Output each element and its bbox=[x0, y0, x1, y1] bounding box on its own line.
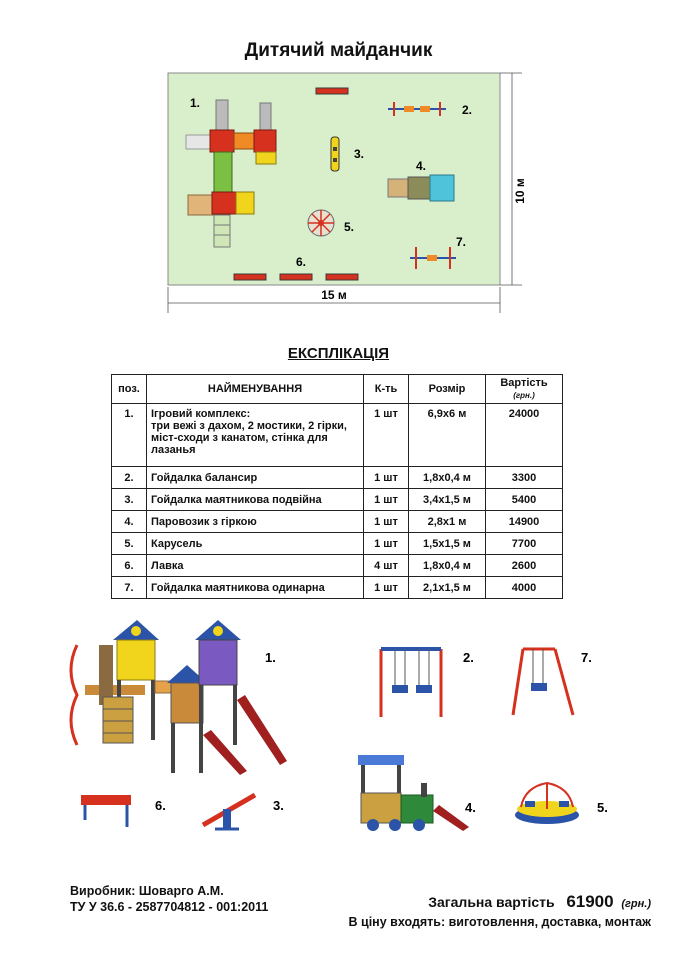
explication-heading: ЕКСПЛІКАЦІЯ bbox=[287, 345, 390, 362]
col-header-cost-unit: (грн.) bbox=[513, 391, 535, 400]
table-row: 2. Гойдалка балансир 1 шт 1,8х0,4 м 3300 bbox=[111, 466, 563, 489]
col-header-size-label: Розмір bbox=[428, 383, 466, 395]
equipment-pictures: 1. 2. 7. 6. 3. bbox=[69, 620, 608, 831]
cell-name: Карусель bbox=[146, 532, 364, 555]
plan-label-6: 6. bbox=[296, 255, 306, 269]
col-header-pos: поз. bbox=[111, 374, 147, 404]
cell-qty: 1 шт bbox=[363, 466, 409, 489]
col-header-name: НАЙМЕНУВАННЯ bbox=[146, 374, 364, 404]
plan-label-2: 2. bbox=[462, 103, 472, 117]
cell-name-line2: три вежі з дахом, 2 мостики, 2 гірки, мі… bbox=[151, 420, 347, 456]
picture-carousel bbox=[515, 781, 579, 824]
cell-qty: 1 шт bbox=[363, 576, 409, 599]
plan-width-label: 15 м bbox=[321, 288, 347, 302]
cell-name: Гойдалка балансир bbox=[146, 466, 364, 489]
plan-label-5: 5. bbox=[344, 220, 354, 234]
cell-qty: 1 шт bbox=[363, 488, 409, 511]
total-cost-label: Загальна вартість bbox=[428, 894, 555, 910]
cell-size: 1,8х0,4 м bbox=[408, 466, 486, 489]
cell-qty: 1 шт bbox=[363, 532, 409, 555]
total-cost-line: Загальна вартість 61900 (грн.) bbox=[349, 893, 651, 913]
cell-size: 1,8х0,4 м bbox=[408, 554, 486, 577]
plan-item-double-swing bbox=[330, 136, 340, 172]
plan-label-7: 7. bbox=[456, 235, 466, 249]
manufacturer-name: Виробник: Шоварго А.М. bbox=[70, 884, 224, 898]
plan-item-train bbox=[387, 174, 455, 202]
cell-cost: 5400 bbox=[485, 488, 563, 511]
plan-label-1: 1. bbox=[190, 96, 200, 110]
plan-bench-top bbox=[315, 87, 349, 95]
col-header-cost: Вартість (грн.) bbox=[485, 374, 563, 404]
picture-label-1: 1. bbox=[265, 650, 276, 665]
plan-item-benches bbox=[233, 273, 359, 281]
plan-item-play-complex bbox=[185, 99, 277, 248]
picture-double-swing bbox=[379, 647, 443, 717]
total-cost-unit: (грн.) bbox=[621, 898, 651, 910]
picture-label-3: 3. bbox=[273, 798, 284, 813]
cell-name: Паровозик з гіркою bbox=[146, 510, 364, 533]
cell-qty: 1 шт bbox=[363, 403, 409, 467]
cell-size: 3,4х1,5 м bbox=[408, 488, 486, 511]
picture-balance-swing bbox=[201, 792, 257, 831]
table-row: 7. Гойдалка маятникова одинарна 1 шт 2,1… bbox=[111, 576, 563, 599]
plan-item-carousel bbox=[307, 209, 335, 237]
page-title: Дитячий майданчик bbox=[244, 40, 433, 61]
cell-qty: 4 шт bbox=[363, 554, 409, 577]
explication-table: поз. НАЙМЕНУВАННЯ К-ть Розмір Вартість (… bbox=[111, 374, 563, 599]
col-header-qty: К-ть bbox=[363, 374, 409, 404]
picture-bench bbox=[81, 795, 131, 827]
picture-play-complex bbox=[69, 620, 287, 775]
picture-label-7: 7. bbox=[581, 650, 592, 665]
table-row: 1. Ігровий комплекс: три вежі з дахом, 2… bbox=[111, 403, 563, 467]
cell-size: 2,8х1 м bbox=[408, 510, 486, 533]
col-header-cost-label: Вартість bbox=[500, 377, 548, 389]
picture-label-2: 2. bbox=[463, 650, 474, 665]
table-header-row: поз. НАЙМЕНУВАННЯ К-ть Розмір Вартість (… bbox=[111, 374, 563, 404]
cell-cost: 2600 bbox=[485, 554, 563, 577]
plan-label-4: 4. bbox=[416, 159, 426, 173]
cell-name: Гойдалка маятникова подвійна bbox=[146, 488, 364, 511]
plan-height-label: 10 м bbox=[513, 178, 527, 204]
total-info: Загальна вартість 61900 (грн.) В ціну вх… bbox=[349, 893, 651, 931]
cell-cost: 14900 bbox=[485, 510, 563, 533]
plan-label-3: 3. bbox=[354, 147, 364, 161]
cell-size: 2,1х1,5 м bbox=[408, 576, 486, 599]
picture-train bbox=[358, 755, 469, 831]
picture-label-4: 4. bbox=[465, 800, 476, 815]
site-plan: 15 м 10 м 1. 2. 3. bbox=[167, 72, 527, 313]
cell-cost: 3300 bbox=[485, 466, 563, 489]
cell-pos: 5. bbox=[111, 532, 147, 555]
cell-qty: 1 шт bbox=[363, 510, 409, 533]
picture-label-5: 5. bbox=[597, 800, 608, 815]
table-row: 3. Гойдалка маятникова подвійна 1 шт 3,4… bbox=[111, 488, 563, 511]
cell-cost: 4000 bbox=[485, 576, 563, 599]
cell-name: Лавка bbox=[146, 554, 364, 577]
cell-name-line1: Ігровий комплекс: bbox=[151, 408, 251, 420]
cell-pos: 3. bbox=[111, 488, 147, 511]
cell-name: Ігровий комплекс: три вежі з дахом, 2 мо… bbox=[146, 403, 364, 467]
cell-pos: 7. bbox=[111, 576, 147, 599]
cell-size: 6,9х6 м bbox=[408, 403, 486, 467]
plan-item-single-swing bbox=[410, 247, 456, 269]
picture-label-6: 6. bbox=[155, 798, 166, 813]
cell-pos: 4. bbox=[111, 510, 147, 533]
cell-size: 1,5х1,5 м bbox=[408, 532, 486, 555]
cell-cost: 7700 bbox=[485, 532, 563, 555]
technical-spec: ТУ У 36.6 - 2587704812 - 001:2011 bbox=[70, 900, 269, 914]
manufacturer-info: Виробник: Шоварго А.М. ТУ У 36.6 - 25877… bbox=[70, 883, 268, 915]
cell-pos: 6. bbox=[111, 554, 147, 577]
table-row: 4. Паровозик з гіркою 1 шт 2,8х1 м 14900 bbox=[111, 510, 563, 533]
picture-single-swing bbox=[511, 647, 575, 716]
price-includes: В ціну входять: виготовлення, доставка, … bbox=[348, 915, 651, 929]
plan-item-balance-swing bbox=[388, 102, 446, 116]
total-cost-value: 61900 bbox=[566, 892, 614, 911]
cell-cost: 24000 bbox=[485, 403, 563, 467]
table-row: 5. Карусель 1 шт 1,5х1,5 м 7700 bbox=[111, 532, 563, 555]
table-row: 6. Лавка 4 шт 1,8х0,4 м 2600 bbox=[111, 554, 563, 577]
cell-pos: 1. bbox=[111, 403, 147, 467]
col-header-size: Розмір bbox=[408, 374, 486, 404]
cell-pos: 2. bbox=[111, 466, 147, 489]
cell-name: Гойдалка маятникова одинарна bbox=[146, 576, 364, 599]
